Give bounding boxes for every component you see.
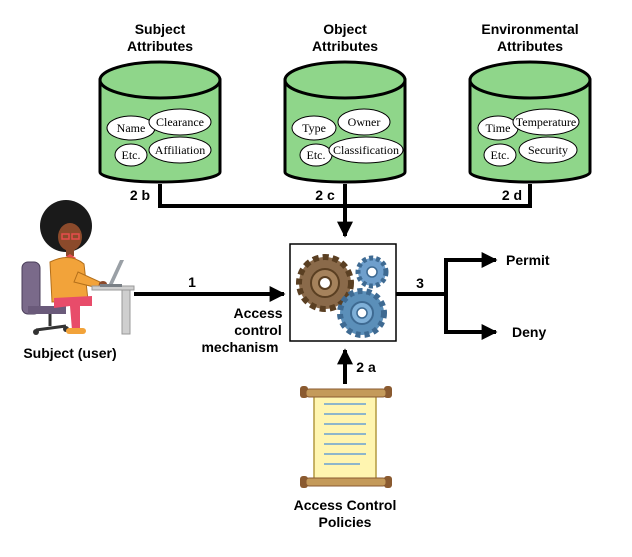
mechanism-label-line1: Access <box>233 305 282 321</box>
decision-connector <box>396 252 498 340</box>
object-attribute-etc: Etc. <box>307 148 326 162</box>
request-arrow-label: 1 <box>188 274 196 290</box>
environmental-attribute-security: Security <box>528 143 568 157</box>
subject-user-label: Subject (user) <box>23 345 116 361</box>
environmental-attribute-etc: Etc. <box>491 148 510 162</box>
label-2d: 2 d <box>502 187 522 203</box>
environmental-attribute-security-oval: Security <box>518 136 578 164</box>
environmental-attribute-etc-oval: Etc. <box>483 143 517 167</box>
object-attribute-classification-oval: Classification <box>328 136 404 164</box>
object-attribute-type-oval: Type <box>291 115 337 141</box>
environmental-attribute-temperature-oval: Temperature <box>512 108 580 136</box>
label-2c: 2 c <box>315 187 335 203</box>
environmental-attributes-title-line2: Attributes <box>497 38 563 54</box>
subject-attributes-group: Subject Attributes Name Clearance Etc. A… <box>98 21 222 203</box>
object-attribute-classification: Classification <box>333 143 399 157</box>
environmental-attribute-time-oval: Time <box>477 115 519 141</box>
small-blue-gear-icon <box>355 255 389 289</box>
subject-attribute-affiliation: Affiliation <box>155 143 205 157</box>
object-attributes-group: Object Attributes Type Owner Etc. Classi… <box>283 21 407 203</box>
policy-arrow-label: 2 a <box>356 359 376 375</box>
subject-attribute-name-oval: Name <box>106 115 156 141</box>
subject-attribute-name: Name <box>117 121 146 135</box>
subject-attributes-title-line2: Attributes <box>127 38 193 54</box>
subject-attribute-clearance-oval: Clearance <box>148 108 212 136</box>
environmental-attribute-temperature: Temperature <box>516 115 576 129</box>
label-2b: 2 b <box>130 187 150 203</box>
environmental-attributes-group: Environmental Attributes Time Temperatur… <box>468 21 592 203</box>
mechanism-label-line2: control <box>234 322 281 338</box>
large-blue-gear-icon <box>337 288 387 338</box>
environmental-attribute-time: Time <box>486 121 511 135</box>
object-attribute-owner: Owner <box>348 115 381 129</box>
policy-scroll-icon <box>300 386 392 488</box>
object-attribute-type: Type <box>302 121 326 135</box>
subject-attribute-clearance: Clearance <box>156 115 204 129</box>
object-attributes-title-line1: Object <box>323 21 367 37</box>
attribute-connector-lines <box>158 184 532 238</box>
decision-arrow-label: 3 <box>416 275 424 291</box>
policies-label-line1: Access Control <box>294 497 397 513</box>
object-attribute-etc-oval: Etc. <box>299 143 333 167</box>
permit-label: Permit <box>506 252 550 268</box>
access-control-mechanism-box <box>289 243 397 342</box>
subject-attributes-title-line1: Subject <box>135 21 186 37</box>
subject-attribute-etc: Etc. <box>122 148 141 162</box>
subject-attribute-etc-oval: Etc. <box>114 143 148 167</box>
policies-label-line2: Policies <box>319 514 372 530</box>
object-attributes-title-line2: Attributes <box>312 38 378 54</box>
object-attribute-owner-oval: Owner <box>337 108 391 136</box>
mechanism-label-line3: mechanism <box>201 339 278 355</box>
subject-attribute-affiliation-oval: Affiliation <box>148 136 212 164</box>
user-at-computer-icon <box>21 200 135 335</box>
environmental-attributes-title-line1: Environmental <box>481 21 578 37</box>
brown-gear-icon <box>296 254 354 312</box>
deny-label: Deny <box>512 324 546 340</box>
